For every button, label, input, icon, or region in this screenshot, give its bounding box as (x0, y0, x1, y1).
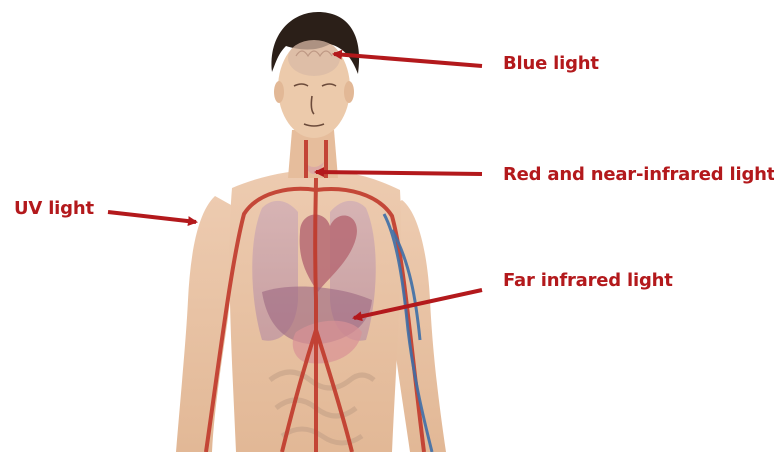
label-far-infrared-light: Far infrared light (503, 270, 673, 291)
arrow-red-nir-light (316, 172, 482, 174)
arrow-uv-light (108, 212, 196, 222)
label-red-nir-light: Red and near-infrared light (503, 164, 774, 185)
brain (288, 40, 340, 76)
label-uv-light: UV light (14, 198, 94, 219)
label-blue-light: Blue light (503, 53, 599, 74)
